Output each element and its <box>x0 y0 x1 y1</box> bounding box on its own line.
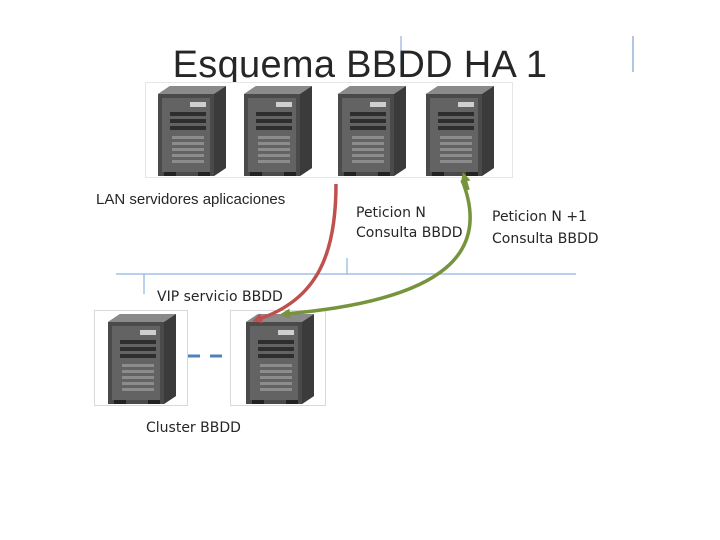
peticion-n-label-1: Peticion N <box>356 205 426 221</box>
arrow-peticion-n1-start <box>460 172 471 191</box>
peticion-n-label-2: Consulta BBDD <box>356 225 463 241</box>
page-title: Esquema BBDD HA 1 <box>172 44 548 86</box>
peticion-n1-label-2: Consulta BBDD <box>492 231 599 247</box>
vip-label: VIP servicio BBDD <box>157 289 283 305</box>
lan-label: LAN servidores aplicaciones <box>96 191 286 208</box>
peticion-n1-label-1: Peticion N +1 <box>492 209 587 225</box>
arrow-peticion-n <box>252 183 338 323</box>
arrow-peticion-n1 <box>280 179 472 319</box>
cluster-label: Cluster BBDD <box>146 420 241 436</box>
